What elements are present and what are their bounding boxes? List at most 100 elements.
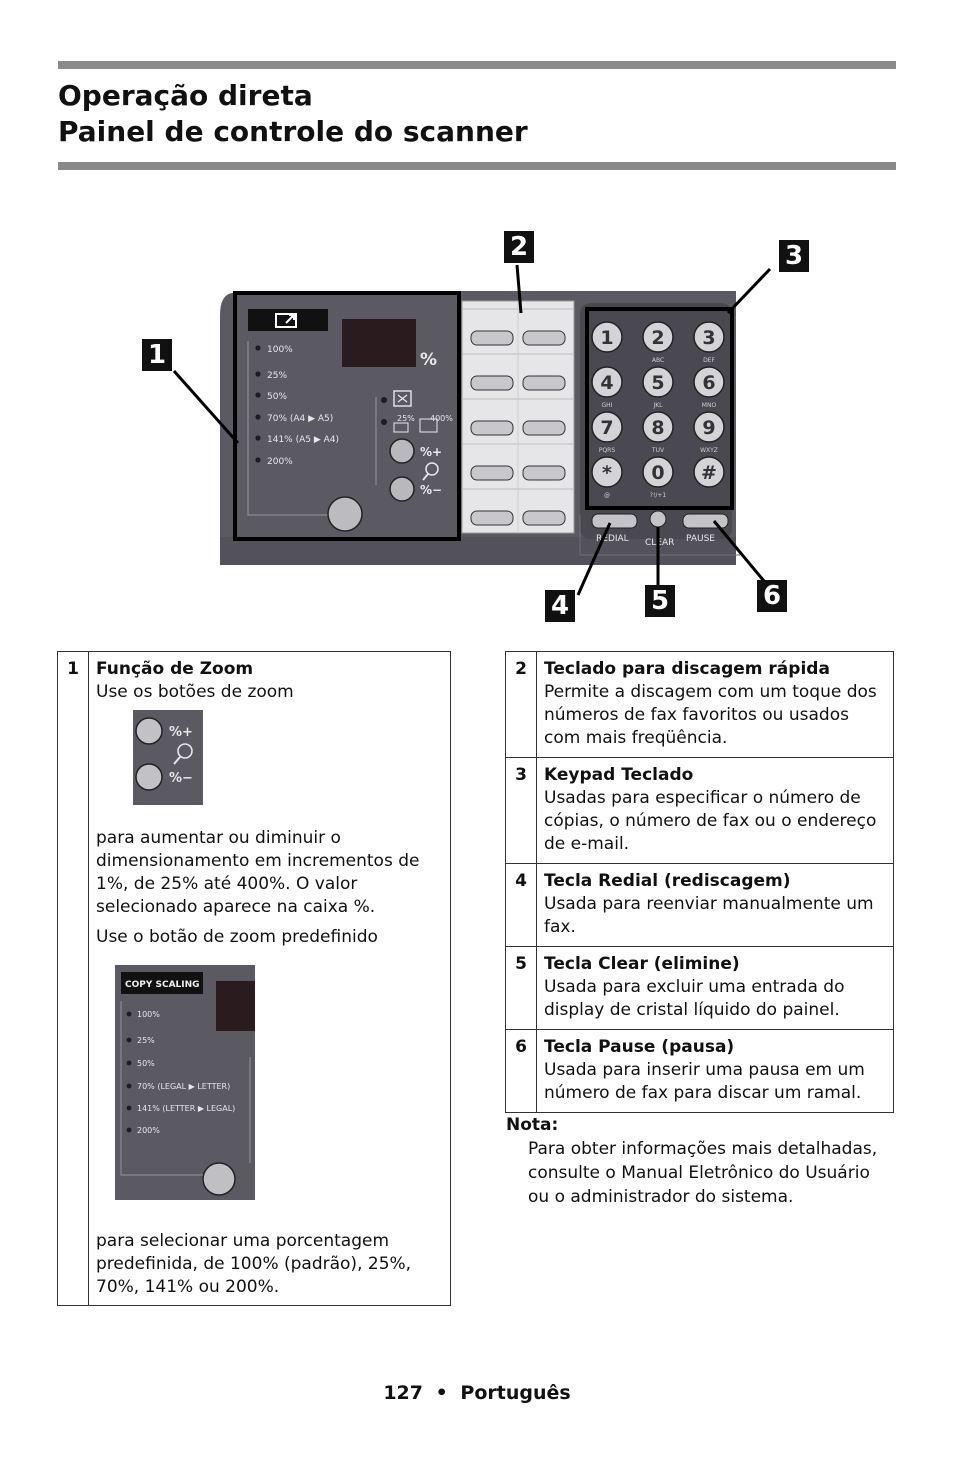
thumb-preset-list: 100%25%50%70% (LEGAL ▶ LETTER)141% (LETT… [126, 1010, 235, 1135]
keypad-key[interactable] [642, 411, 674, 443]
thumb-preset-label: 25% [137, 1036, 155, 1045]
key-description-table: 2 Teclado para discagem rápida Permite a… [505, 651, 894, 1113]
one-touch-key[interactable] [470, 510, 514, 526]
row-description: Tecla Redial (rediscagem) Usada para ree… [536, 863, 894, 947]
keypad-key[interactable] [693, 411, 725, 443]
keypad-digit: 9 [702, 417, 715, 439]
keypad-key[interactable] [693, 366, 725, 398]
one-touch-key[interactable] [522, 330, 566, 346]
title-line-1: Operação direta [58, 79, 313, 112]
keypad-key[interactable] [591, 456, 623, 488]
row-number: 4 [505, 863, 537, 947]
table-row: 1 Função de Zoom Use os botões de zoom %… [57, 651, 451, 1306]
magnifier-icon [422, 462, 439, 481]
zoom-range-min: 25% [397, 414, 415, 423]
footer-bullet: • [435, 1382, 448, 1404]
table-row: 5 Tecla Clear (elimine) Usada para exclu… [505, 946, 894, 1030]
preset-led [255, 414, 261, 420]
callout-3: 3 [779, 240, 809, 272]
one-touch-keys [462, 301, 574, 533]
page-title: Operação direta Painel de controle do sc… [58, 78, 528, 150]
keypad-key[interactable] [642, 366, 674, 398]
one-touch-key[interactable] [522, 510, 566, 526]
note-label: Nota: [506, 1115, 559, 1135]
keypad-letters: @ [604, 492, 610, 499]
thumb-preset-button [202, 1162, 236, 1196]
callout-2: 2 [504, 231, 534, 263]
zoom-intro: Use os botões de zoom [96, 682, 294, 702]
keypad-key[interactable] [693, 321, 725, 353]
pause-key[interactable] [682, 513, 729, 529]
keypad-digit: 4 [600, 372, 613, 394]
row-description: Teclado para discagem rápida Permite a d… [536, 651, 894, 758]
percent-sign: % [420, 350, 437, 370]
clear-key[interactable] [649, 510, 667, 528]
preset-led [255, 371, 261, 377]
row-title: Teclado para discagem rápida [544, 659, 830, 679]
page-number: 127 [383, 1382, 423, 1404]
one-touch-key[interactable] [522, 465, 566, 481]
row-number: 1 [57, 651, 89, 1306]
keypad-trim [579, 515, 740, 556]
keypad-letters: ?!/+1 [650, 492, 667, 499]
thumb-preset-led [126, 1105, 132, 1111]
thumb-preset-led [126, 1037, 132, 1043]
preset-label: 70% (A4 ▶ A5) [267, 414, 333, 424]
keypad-key[interactable] [591, 321, 623, 353]
row-title: Keypad Teclado [544, 765, 694, 785]
thumb-preset-label: 141% (LETTER ▶ LEGAL) [137, 1104, 235, 1113]
keypad-letters: ABC [652, 357, 664, 364]
thumb-preset-led [126, 1083, 132, 1089]
keypad-key[interactable] [693, 456, 725, 488]
row-text: Usada para excluir uma entrada do displa… [544, 977, 845, 1020]
preset-led [255, 457, 261, 463]
thumb-copy-scaling-label: COPY SCALING [125, 980, 200, 990]
one-touch-key[interactable] [522, 375, 566, 391]
percent-display [342, 319, 416, 367]
keypad-digit: 7 [600, 417, 613, 439]
preset-led [255, 345, 261, 351]
row-description: Keypad Teclado Usadas para especificar o… [536, 757, 894, 864]
zoom-preset-list: 100%25%50%70% (A4 ▶ A5)141% (A5 ▶ A4)200… [255, 345, 339, 467]
note: Nota: Para obter informações mais detalh… [506, 1113, 896, 1209]
one-touch-key[interactable] [470, 420, 514, 436]
row-text: Usadas para especificar o número de cópi… [544, 788, 877, 854]
clear-key-label: CLEAR [645, 538, 674, 548]
row-number: 2 [505, 651, 537, 758]
redial-key-label: REDIAL [596, 534, 629, 544]
zoom-function-table: 1 Função de Zoom Use os botões de zoom %… [57, 651, 451, 1306]
panel-base [220, 537, 736, 565]
zoom-plus-button[interactable] [389, 438, 415, 464]
row-title: Função de Zoom [96, 659, 254, 679]
one-touch-key[interactable] [470, 375, 514, 391]
zoom-minus-button[interactable] [389, 476, 415, 502]
keypad-digit: 3 [702, 327, 715, 349]
zoom-range-max: 400% [430, 414, 453, 423]
thumb-zoom-minus-button [135, 763, 163, 791]
one-touch-key[interactable] [470, 465, 514, 481]
zoom-minus-label: %− [420, 483, 442, 497]
zoom-preset-button[interactable] [327, 496, 363, 532]
keypad-key[interactable] [642, 321, 674, 353]
callout-5: 5 [645, 585, 675, 617]
keypad-letters: TUV [651, 447, 665, 454]
preset-label: 141% (A5 ▶ A4) [267, 435, 339, 445]
thumb-preset-label: 200% [137, 1126, 160, 1135]
preset-label: 100% [267, 345, 293, 355]
redial-key[interactable] [591, 513, 638, 529]
callout-1: 1 [142, 339, 172, 371]
row-description: Tecla Pause (pausa) Usada para inserir u… [536, 1029, 894, 1113]
one-touch-key[interactable] [522, 420, 566, 436]
keypad-letters: WXYZ [700, 447, 718, 454]
bottom-rule [58, 162, 896, 170]
row-text: Usada para inserir uma pausa em um númer… [544, 1060, 865, 1103]
keypad-key[interactable] [591, 366, 623, 398]
preset-bracket [247, 341, 330, 516]
keypad-key[interactable] [591, 411, 623, 443]
keypad-key[interactable] [642, 456, 674, 488]
thumb-zoom-plus-label: %+ [169, 725, 193, 740]
keypad-digit: # [701, 462, 717, 484]
one-touch-key[interactable] [470, 330, 514, 346]
row-description: Tecla Clear (elimine) Usada para excluir… [536, 946, 894, 1030]
